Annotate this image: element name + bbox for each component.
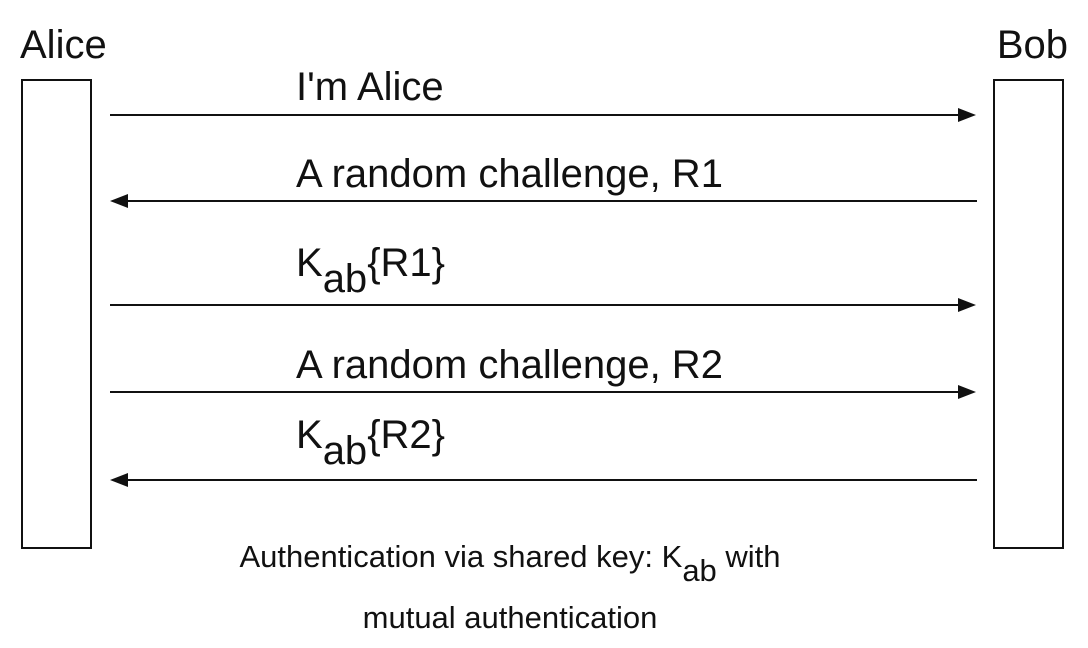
message-1-text: I'm Alice: [296, 65, 444, 109]
message-5-text: K: [296, 413, 323, 457]
message-3-text: K: [296, 241, 323, 285]
message-4-label: A random challenge, R2: [296, 343, 723, 387]
message-3-suffix: {R1}: [367, 241, 445, 285]
message-3-label: Kab{R1}: [296, 241, 445, 301]
participant-bob-label: Bob: [997, 23, 1068, 67]
participant-alice: Alice: [20, 23, 107, 549]
message-1-label: I'm Alice: [296, 65, 444, 109]
message-5-subscript: ab: [323, 429, 368, 473]
message-1-arrowhead: [958, 108, 976, 122]
message-2-label: A random challenge, R1: [296, 152, 723, 196]
message-5-label: Kab{R2}: [296, 413, 445, 473]
diagram-caption: Authentication via shared key: Kab with …: [239, 539, 780, 635]
participant-bob: Bob: [993, 23, 1068, 549]
message-1: I'm Alice: [110, 65, 976, 122]
caption-line-1-after: with: [717, 539, 781, 574]
message-4: A random challenge, R2: [110, 343, 976, 399]
message-2: A random challenge, R1: [110, 152, 977, 208]
message-2-text: A random challenge, R1: [296, 152, 723, 196]
message-5: Kab{R2}: [110, 413, 977, 487]
message-3-subscript: ab: [323, 257, 368, 301]
message-4-text: A random challenge, R2: [296, 343, 723, 387]
message-5-arrowhead: [110, 473, 128, 487]
caption-line-1-subscript: ab: [682, 553, 716, 588]
message-2-arrowhead: [110, 194, 128, 208]
caption-line-2: mutual authentication: [363, 600, 658, 635]
caption-line-1: Authentication via shared key: Kab with: [239, 539, 780, 588]
caption-line-1-before: Authentication via shared key: K: [239, 539, 682, 574]
message-3: Kab{R1}: [110, 241, 976, 312]
message-4-arrowhead: [958, 385, 976, 399]
message-3-arrowhead: [958, 298, 976, 312]
message-5-suffix: {R2}: [367, 413, 445, 457]
participant-alice-label: Alice: [20, 23, 107, 67]
lifeline-alice: [21, 79, 92, 549]
lifeline-bob: [993, 79, 1064, 549]
